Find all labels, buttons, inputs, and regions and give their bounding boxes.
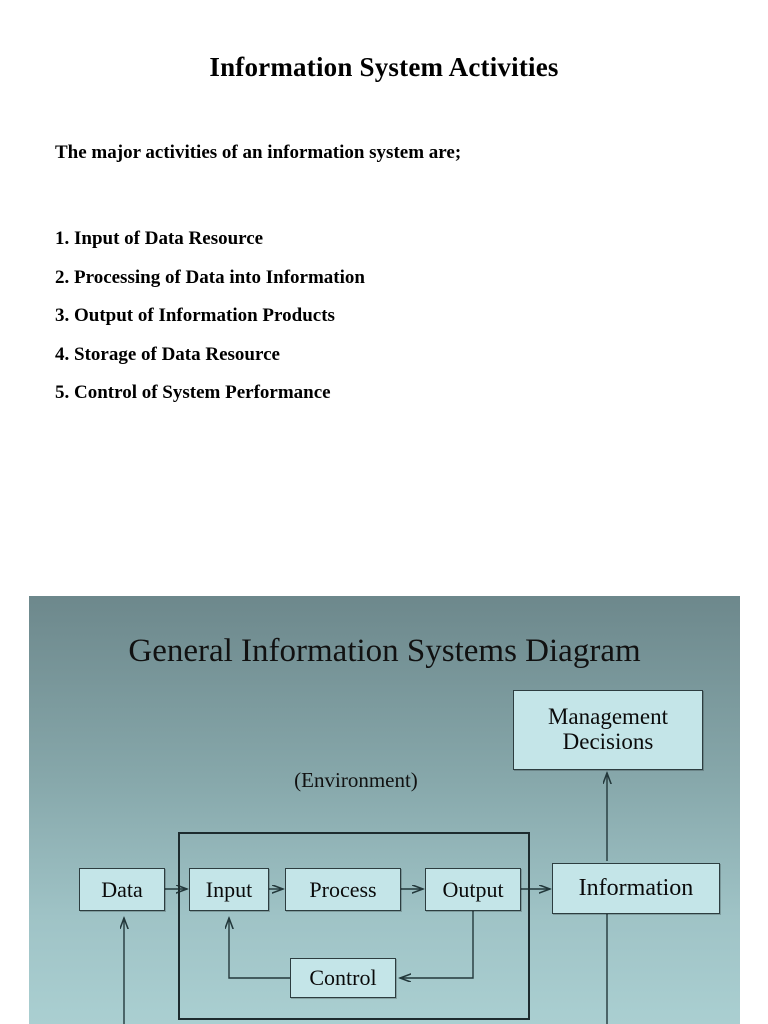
node-information[interactable]: Information — [552, 863, 720, 914]
list-item: 1. Input of Data Resource — [55, 228, 264, 249]
list-item: 4. Storage of Data Resource — [55, 343, 280, 365]
diagram-title: General Information Systems Diagram — [128, 633, 641, 669]
activity-list: 1. Input of Data Resource 2. Processing … — [55, 220, 675, 413]
node-management-line1: Management — [547, 704, 669, 730]
list-item: 3. Output of Information Products — [55, 305, 335, 326]
list-item: 5. Control of System Performance — [55, 382, 331, 403]
node-output[interactable]: Output — [425, 868, 521, 911]
environment-label: (Environment) — [294, 768, 418, 792]
page-title: Information System Activities — [209, 52, 559, 82]
node-control[interactable]: Control — [290, 958, 396, 998]
system-boundary — [178, 832, 530, 1020]
node-management-line2: Decisions — [562, 729, 654, 754]
diagram-panel: General Information Systems Diagram (Env… — [29, 596, 740, 1024]
node-process[interactable]: Process — [285, 868, 401, 911]
node-input[interactable]: Input — [189, 868, 269, 911]
list-item: 2. Processing of Data into Information — [55, 266, 365, 288]
node-data[interactable]: Data — [79, 868, 165, 911]
node-management-decisions[interactable]: Management Decisions — [513, 690, 703, 770]
intro-text: The major activities of an information s… — [55, 142, 462, 163]
